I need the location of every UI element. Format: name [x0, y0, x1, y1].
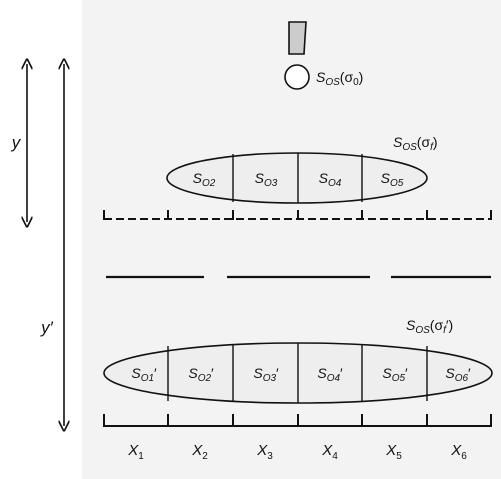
source-circle: [284, 64, 310, 90]
dashed-detector-ticks: [103, 210, 492, 220]
y-axis-label: y: [11, 133, 22, 152]
bottom-cell-dividers: [167, 343, 428, 403]
y-prime-axis-label: y′: [40, 318, 54, 337]
x-axis-ticks: [103, 414, 492, 427]
probe-icon: [288, 21, 307, 55]
